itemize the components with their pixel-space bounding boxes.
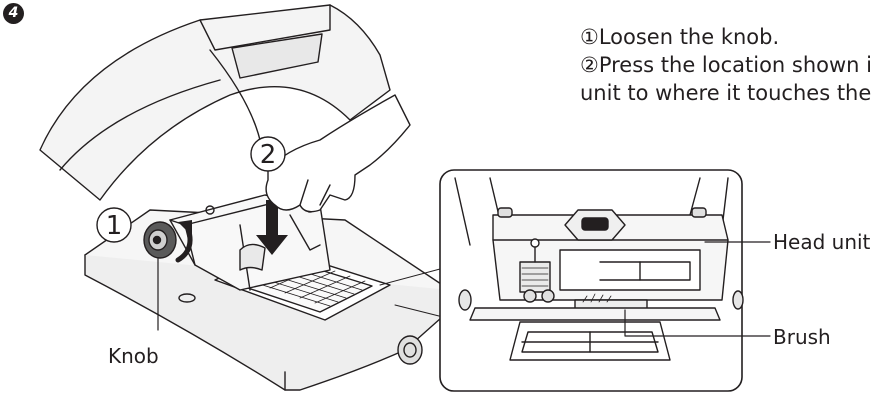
callout-2-text: 2 — [260, 140, 277, 170]
detail-inset — [440, 170, 743, 391]
hand-illustration — [266, 95, 410, 212]
callout-1-text: 1 — [106, 211, 123, 241]
head-unit-label: Head unit — [773, 230, 870, 254]
knob — [144, 222, 176, 258]
machine-body — [40, 5, 450, 390]
brush-label: Brush — [773, 325, 831, 349]
knob-label: Knob — [108, 344, 159, 368]
